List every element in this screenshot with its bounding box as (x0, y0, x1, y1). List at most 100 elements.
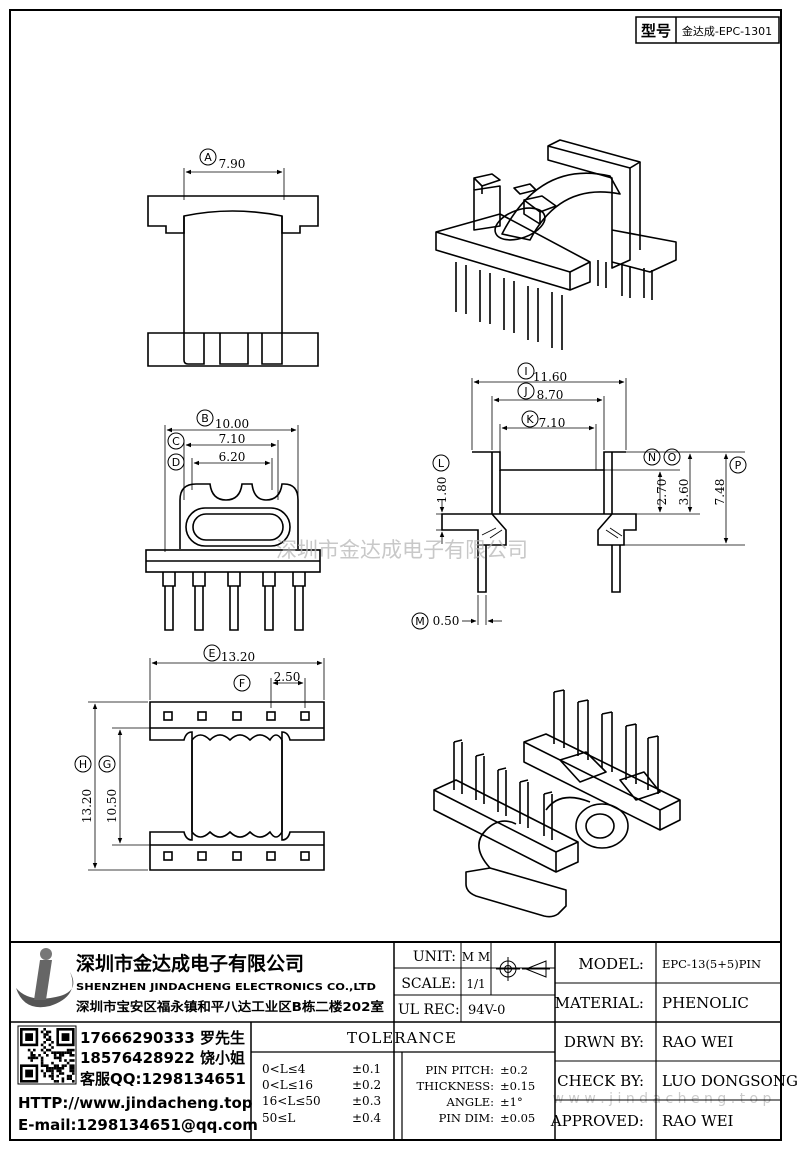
qr-cell (46, 1064, 49, 1067)
qr-cell (66, 1051, 70, 1054)
front-view (147, 195, 319, 367)
qr-cell (27, 1048, 31, 1052)
qr-cell (64, 1051, 67, 1054)
qr-cell (72, 1048, 75, 1052)
dim-I-value: 11.60 (533, 370, 567, 384)
company-logo (16, 948, 74, 1008)
qr-cell (61, 1064, 65, 1067)
contact-info: 17666290333 罗先生 18576428922 饶小姐 客服QQ:129… (18, 1029, 258, 1134)
qr-finder (25, 1069, 33, 1078)
tol-range-3: 16<L≤50 (262, 1094, 321, 1108)
dimension-labels-EFGH: E 13.20 F 2.50 H G 13.20 10.50 (74, 644, 300, 823)
qr-cell (72, 1072, 75, 1075)
qr-cell (43, 1064, 46, 1067)
qr-cell (69, 1074, 72, 1078)
qr-cell (61, 1067, 65, 1070)
qr-cell (53, 1080, 57, 1083)
qr-cell (43, 1028, 46, 1031)
svg-text:O: O (668, 451, 677, 464)
dimensions-EFGH (88, 658, 325, 871)
dimension-labels-BCD: B 10.00 C 7.10 D 6.20 (167, 409, 249, 471)
qr-cell (46, 1033, 49, 1036)
qr-cell (35, 1056, 39, 1060)
qr-cell (59, 1054, 62, 1057)
dim-A-value: 7.90 (219, 157, 246, 171)
spec-label-2: THICKNESS: (416, 1079, 494, 1093)
http-url: HTTP://www.jindacheng.top (18, 1094, 253, 1112)
qr-cell (48, 1035, 52, 1039)
tol-range-1: 0<L≤4 (262, 1062, 306, 1076)
qr-cell (72, 1064, 75, 1067)
dim-L-value: 1.80 (435, 477, 449, 504)
spec-label-1: PIN PITCH: (425, 1063, 494, 1077)
dimensions-BCD (164, 425, 299, 552)
qr-cell (72, 1080, 75, 1083)
qr-cell (56, 1051, 59, 1054)
qr-cell (33, 1056, 36, 1060)
svg-text:J: J (523, 385, 527, 398)
qr-cell (56, 1064, 59, 1067)
qr-finder (25, 1033, 33, 1041)
material-value: PHENOLIC (662, 994, 749, 1012)
dim-N-value: 2.70 (655, 479, 669, 506)
section-view (441, 451, 637, 593)
dim-P-value: 7.48 (713, 479, 727, 506)
qr-cell (33, 1054, 36, 1057)
qr-cell (61, 1051, 65, 1054)
svg-text:H: H (79, 758, 87, 771)
qr-cell (59, 1059, 62, 1062)
qr-cell (61, 1054, 65, 1057)
qr-cell (51, 1069, 54, 1073)
bottom-view (149, 701, 325, 871)
svg-text:F: F (239, 677, 245, 690)
qr-cell (46, 1069, 49, 1073)
svg-text:K: K (526, 413, 534, 426)
qr-cell (43, 1074, 46, 1078)
dim-M-value: 0.50 (433, 614, 460, 628)
projection-symbol-icon (496, 957, 550, 981)
qr-cell (38, 1054, 41, 1057)
qr-cell (51, 1072, 54, 1075)
company-name-en: SHENZHEN JINDACHENG ELECTRONICS CO.,LTD (76, 982, 376, 993)
dim-C-value: 7.10 (219, 432, 246, 446)
model-box-value: 金达成-EPC-1301 (682, 24, 772, 38)
qr-cell (72, 1059, 75, 1062)
qr-cell (48, 1048, 52, 1052)
dimension-labels-IJK: I 11.60 J 8.70 K 7.10 (517, 362, 567, 430)
svg-text:B: B (201, 412, 209, 425)
qr-cell (33, 1048, 36, 1052)
svg-text:C: C (172, 435, 180, 448)
qr-cell (46, 1038, 49, 1041)
tol-range-4: 50≤L (262, 1111, 295, 1125)
qr-cell (59, 1072, 62, 1075)
scale-label: SCALE: (401, 976, 456, 992)
qr-cell (48, 1030, 52, 1034)
spec-label-4: PIN DIM: (439, 1111, 494, 1125)
ulrec-value: 94V-0 (468, 1003, 505, 1018)
tol-value-1: ±0.1 (352, 1062, 381, 1076)
tol-value-4: ±0.4 (352, 1111, 382, 1125)
qr-cell (69, 1067, 72, 1070)
qr-cell (46, 1048, 49, 1052)
qr-cell (46, 1030, 49, 1034)
dim-K-value: 7.10 (539, 416, 566, 430)
qr-cell (53, 1054, 57, 1057)
material-label: MATERIAL: (555, 994, 644, 1012)
qr-cell (43, 1046, 46, 1049)
tolerance-table: 0<L≤4 ±0.1 0<L≤16 ±0.2 16<L≤50 ±0.3 50≤L… (262, 1062, 382, 1125)
qr-cell (51, 1067, 54, 1070)
qq-contact: 客服QQ:1298134651 (79, 1070, 246, 1088)
unit-value: M M (462, 950, 490, 964)
model-value: EPC-13(5+5)PIN (662, 957, 761, 971)
qr-cell (53, 1056, 57, 1060)
spec-value-3: ±1° (500, 1095, 523, 1109)
model-box-label: 型号 (641, 22, 671, 40)
qr-cell (40, 1059, 44, 1062)
phone-1: 17666290333 罗先生 (80, 1029, 245, 1047)
approved-label: APPROVED: (550, 1112, 644, 1130)
tolerance-title: TOLERANCE (347, 1029, 457, 1047)
tol-range-2: 0<L≤16 (262, 1078, 313, 1092)
qr-cell (72, 1054, 75, 1057)
dim-O-value: 3.60 (677, 479, 691, 506)
